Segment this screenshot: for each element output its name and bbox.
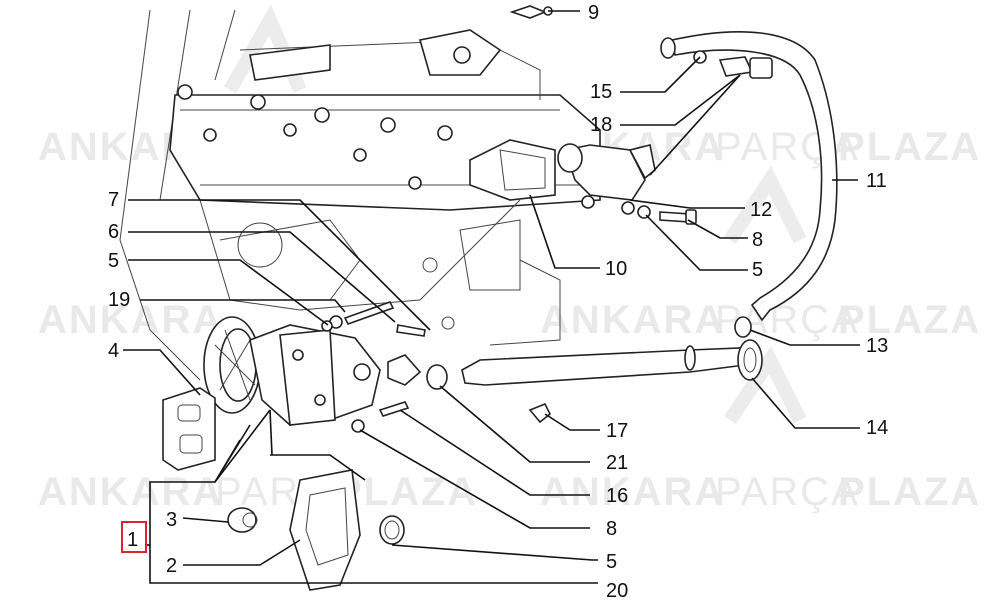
callout-15: 15 (590, 81, 612, 103)
o-ring-part-20 (379, 515, 405, 545)
nut-part-3 (227, 507, 258, 533)
sensor-part-9 (509, 5, 553, 19)
watermark-word: ANKARA (38, 470, 223, 514)
callout-6: 6 (108, 221, 119, 243)
callout-5-bottom: 5 (606, 551, 617, 573)
watermark-word: PLAZA (838, 470, 981, 514)
water-pump-body (203, 316, 381, 426)
watermark-word: PLAZA (335, 470, 478, 514)
callout-17: 17 (606, 420, 628, 442)
watermark-word: ANKARA (540, 470, 725, 514)
callout-14: 14 (866, 417, 888, 439)
callout-8-bottom: 8 (606, 518, 617, 540)
callout-5-left: 5 (108, 250, 119, 272)
temperature-sensor-part-18 (693, 50, 773, 79)
callout-12: 12 (750, 199, 772, 221)
callout-21: 21 (606, 452, 628, 474)
gasket-part-2 (289, 469, 361, 591)
callout-2: 2 (166, 555, 177, 577)
callout-8-top: 8 (752, 229, 763, 251)
callout-4: 4 (108, 340, 119, 362)
hose-clamp-part-13 (734, 316, 752, 338)
watermark-word: ANKARA (540, 298, 725, 342)
gasket-part-4 (162, 387, 216, 471)
watermark-word: PLAZA (838, 298, 981, 342)
callout-1: 1 (127, 529, 138, 551)
callout-19: 19 (108, 289, 130, 311)
callout-3: 3 (166, 509, 177, 531)
plug-part-17 (528, 402, 552, 424)
callout-13: 13 (866, 335, 888, 357)
thermostat-housing-part-10 (469, 139, 556, 201)
pump-fasteners (321, 301, 448, 433)
watermark-row-middle: ANKARA ANKARA PARÇA PLAZA (38, 298, 981, 342)
callout-1-highlight-box (121, 521, 147, 553)
watermark-word: ANKARA (38, 298, 223, 342)
callout-7: 7 (108, 189, 119, 211)
coolant-hose-part-11 (660, 31, 838, 322)
watermark-word: PARÇA (715, 470, 860, 514)
cylinder-head-bolts (177, 84, 453, 190)
callout-16: 16 (606, 485, 628, 507)
callout-5-top: 5 (752, 259, 763, 281)
callout-labels: 9 15 18 11 12 8 5 10 7 6 5 19 4 13 14 17… (108, 2, 888, 600)
thermostat-fasteners (637, 205, 697, 225)
outlet-fitting-part-12 (557, 143, 656, 215)
callout-11: 11 (866, 170, 887, 192)
coolant-pipe-part-14 (461, 339, 763, 386)
callout-18: 18 (590, 114, 612, 136)
callout-10: 10 (605, 258, 627, 280)
watermark-row-bottom: ANKARA PARÇA PLAZA ANKARA PARÇA PLAZA (38, 470, 981, 514)
callout-20: 20 (606, 580, 628, 600)
watermark-word: PLAZA (838, 125, 981, 169)
callout-9: 9 (588, 2, 599, 24)
leader-lines (123, 10, 860, 584)
